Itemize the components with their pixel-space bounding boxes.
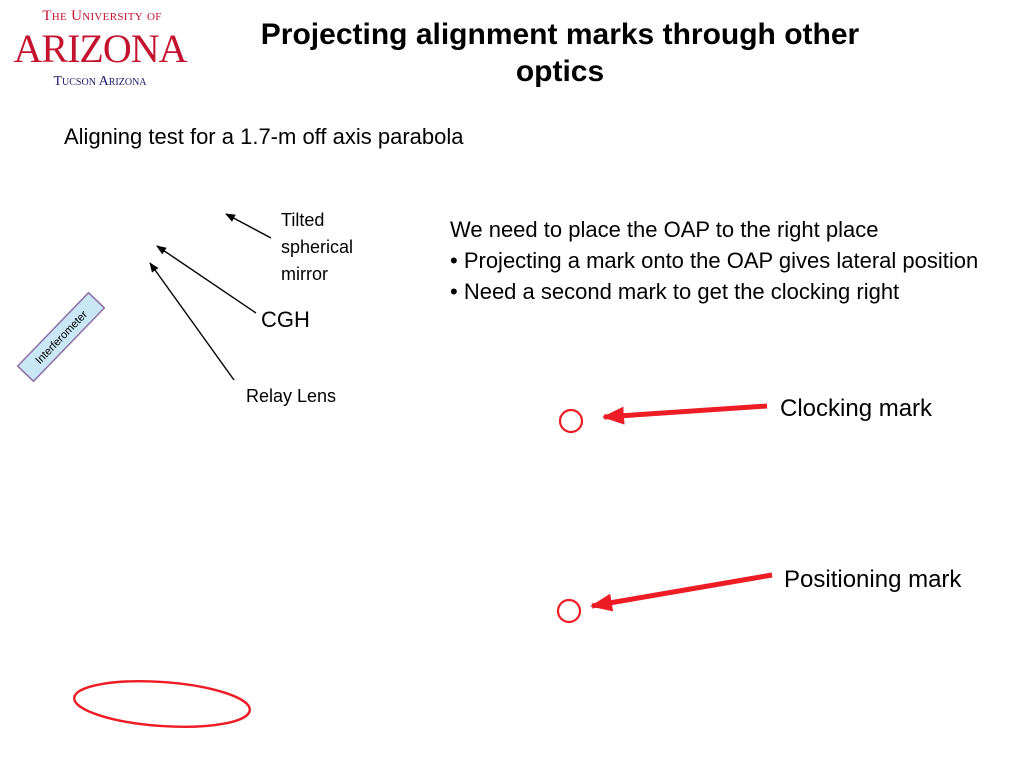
positioning-mark-circle [556, 598, 582, 624]
university-of-arizona-logo: The University of Arizona Tucson Arizona [14, 8, 189, 89]
notes-text-block: We need to place the OAP to the right pl… [450, 214, 1020, 307]
slide-subtitle: Aligning test for a 1.7-m off axis parab… [64, 124, 464, 149]
clocking-mark-circle [558, 408, 584, 434]
cgh-label: CGH [261, 307, 310, 332]
notes-bullet-clocking: • Need a second mark to get the clocking… [450, 279, 900, 304]
tilted-spherical-mirror-label: Tilted spherical mirror [281, 210, 354, 284]
oap-ellipse [73, 680, 251, 728]
slide-title: Projecting alignment marks through other… [260, 18, 860, 88]
logo-line-university: The University of [42, 8, 161, 24]
relay-lens-label: Relay Lens [246, 386, 337, 406]
tilted-mirror-pointer [225, 213, 272, 239]
positioning-mark-arrow [590, 572, 773, 612]
cgh-pointer [156, 245, 257, 314]
notes-bullet-lateral-position: • Projecting a mark onto the OAP gives l… [450, 248, 979, 273]
logo-line-arizona: Arizona [14, 26, 188, 71]
relay-lens-pointer [149, 262, 235, 381]
clocking-mark-arrow [602, 403, 768, 425]
positioning-mark-label: Positioning mark [784, 566, 962, 593]
interferometer-label: Interferometer [33, 308, 90, 366]
logo-line-tucson: Tucson Arizona [53, 74, 147, 89]
notes-intro: We need to place the OAP to the right pl… [450, 217, 879, 242]
clocking-mark-label: Clocking mark [780, 395, 933, 422]
interferometer-box: Interferometer [16, 291, 106, 383]
